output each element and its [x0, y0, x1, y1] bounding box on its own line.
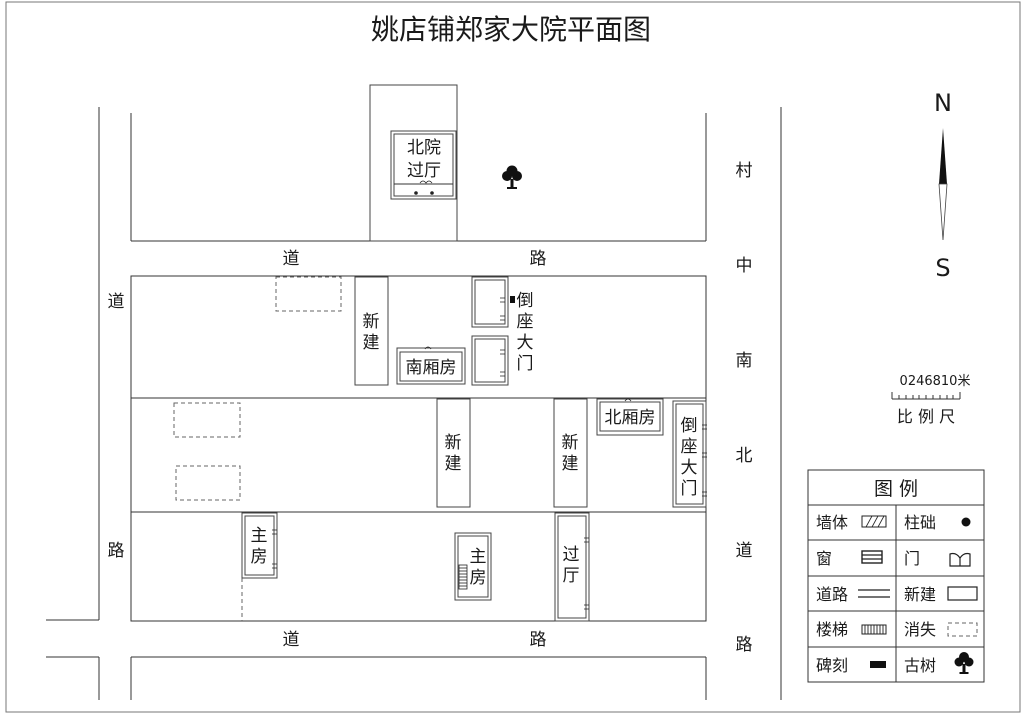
- pillar-icon: [961, 517, 971, 527]
- legend-label: 柱础: [904, 513, 936, 532]
- building-label: 倒: [681, 416, 698, 436]
- inverted-gate-building: 倒 座 大 门: [672, 400, 707, 508]
- building-label: 房: [251, 547, 268, 567]
- building-label: 门: [517, 354, 534, 374]
- building-label: 建: [363, 333, 380, 353]
- legend: 图 例 墙体 柱础 窗 门 道路 新建: [807, 469, 985, 683]
- building-label: 过厅: [407, 161, 441, 181]
- building-label: 大: [681, 458, 698, 478]
- new-building-icon: [947, 586, 978, 601]
- legend-label: 门: [904, 549, 920, 568]
- stele-icon: [870, 661, 886, 668]
- door-icon: [949, 552, 971, 567]
- map-frame: [5, 1, 1021, 713]
- pillar-icon: [430, 191, 434, 195]
- building-label: 主: [470, 547, 487, 567]
- door-window-marks: [272, 180, 707, 610]
- legend-label: 楼梯: [816, 620, 848, 639]
- south-wing-building: 南厢房: [396, 347, 466, 385]
- legend-label: 碑刻: [816, 656, 848, 675]
- vanished-icon: [947, 622, 978, 637]
- hall-building: 过 厅: [554, 512, 590, 622]
- main-house-building: 主 房: [241, 512, 278, 579]
- window-icon: [861, 550, 883, 564]
- road-label: 南: [736, 351, 753, 371]
- building-label: 新: [363, 312, 380, 332]
- road-icon: [858, 589, 890, 598]
- road-label: 路: [530, 249, 547, 269]
- legend-label: 道路: [816, 585, 848, 604]
- ancient-tree-icon: [502, 165, 522, 189]
- legend-label: 消失: [904, 620, 936, 639]
- road-label: 道: [736, 541, 753, 561]
- new-building: 新 建: [436, 398, 471, 508]
- stele-icon: [510, 296, 515, 303]
- vanished-buildings: [173, 276, 342, 621]
- building-label: 大: [517, 333, 534, 353]
- building-label: 建: [445, 454, 462, 474]
- building-label: 座: [681, 437, 698, 457]
- building-label: 房: [470, 568, 487, 588]
- south-label: S: [935, 254, 950, 282]
- building-label: 门: [681, 479, 698, 499]
- scale-ticks: 0246810米: [900, 374, 971, 389]
- north-arrow-icon: [939, 128, 947, 184]
- pillar-icon: [414, 191, 418, 195]
- building-label: 新: [445, 433, 462, 453]
- building-label: 建: [562, 454, 579, 474]
- building-label: 北厢房: [605, 408, 656, 428]
- road-label: 路: [530, 630, 547, 650]
- road-labels: 道 路 道 路 道 路 村 中 南 北 道 路: [108, 161, 753, 655]
- building-label: 厅: [563, 566, 580, 586]
- main-house-building: 主 房: [454, 532, 492, 601]
- road-label: 村: [736, 161, 753, 181]
- legend-label: 古树: [904, 656, 936, 675]
- scale-caption: 比 例 尺: [897, 407, 955, 426]
- north-label: N: [934, 89, 952, 117]
- new-building: 新 建: [354, 276, 389, 386]
- north-wing-building: 北厢房: [596, 398, 664, 436]
- legend-title: 图 例: [874, 478, 918, 500]
- legend-label: 新建: [904, 585, 936, 604]
- stairs-icon: [861, 624, 887, 635]
- building-label: 新: [562, 433, 579, 453]
- new-building: 新 建: [553, 398, 588, 508]
- road-label: 路: [108, 541, 125, 561]
- north-hall-building: 北院 过厅: [390, 130, 457, 200]
- building-label: 北院: [407, 138, 441, 158]
- north-arrow: N S: [934, 89, 952, 282]
- road-label: 道: [283, 630, 300, 650]
- building-label: 倒: [517, 291, 534, 311]
- road-lines: [46, 107, 782, 700]
- map-title: 姚店铺郑家大院平面图: [371, 13, 651, 46]
- legend-label: 窗: [816, 549, 832, 568]
- road-label: 道: [283, 249, 300, 269]
- ancient-tree-icon: [954, 652, 974, 674]
- building-label: 主: [251, 526, 268, 546]
- wall-icon: [861, 515, 887, 528]
- road-label: 路: [736, 635, 753, 655]
- main-compound-outline: [130, 275, 707, 622]
- road-label: 道: [108, 292, 125, 312]
- building-label: 过: [563, 545, 580, 565]
- stairs-icon: [458, 564, 468, 590]
- inverted-gate-building: 倒 座 大 门: [471, 276, 534, 386]
- road-label: 北: [736, 446, 753, 466]
- road-label: 中: [736, 256, 753, 276]
- building-label: 南厢房: [406, 358, 457, 378]
- legend-label: 墙体: [816, 513, 848, 532]
- building-label: 座: [517, 312, 534, 332]
- scale-bar: 0246810米 比 例 尺: [891, 374, 971, 426]
